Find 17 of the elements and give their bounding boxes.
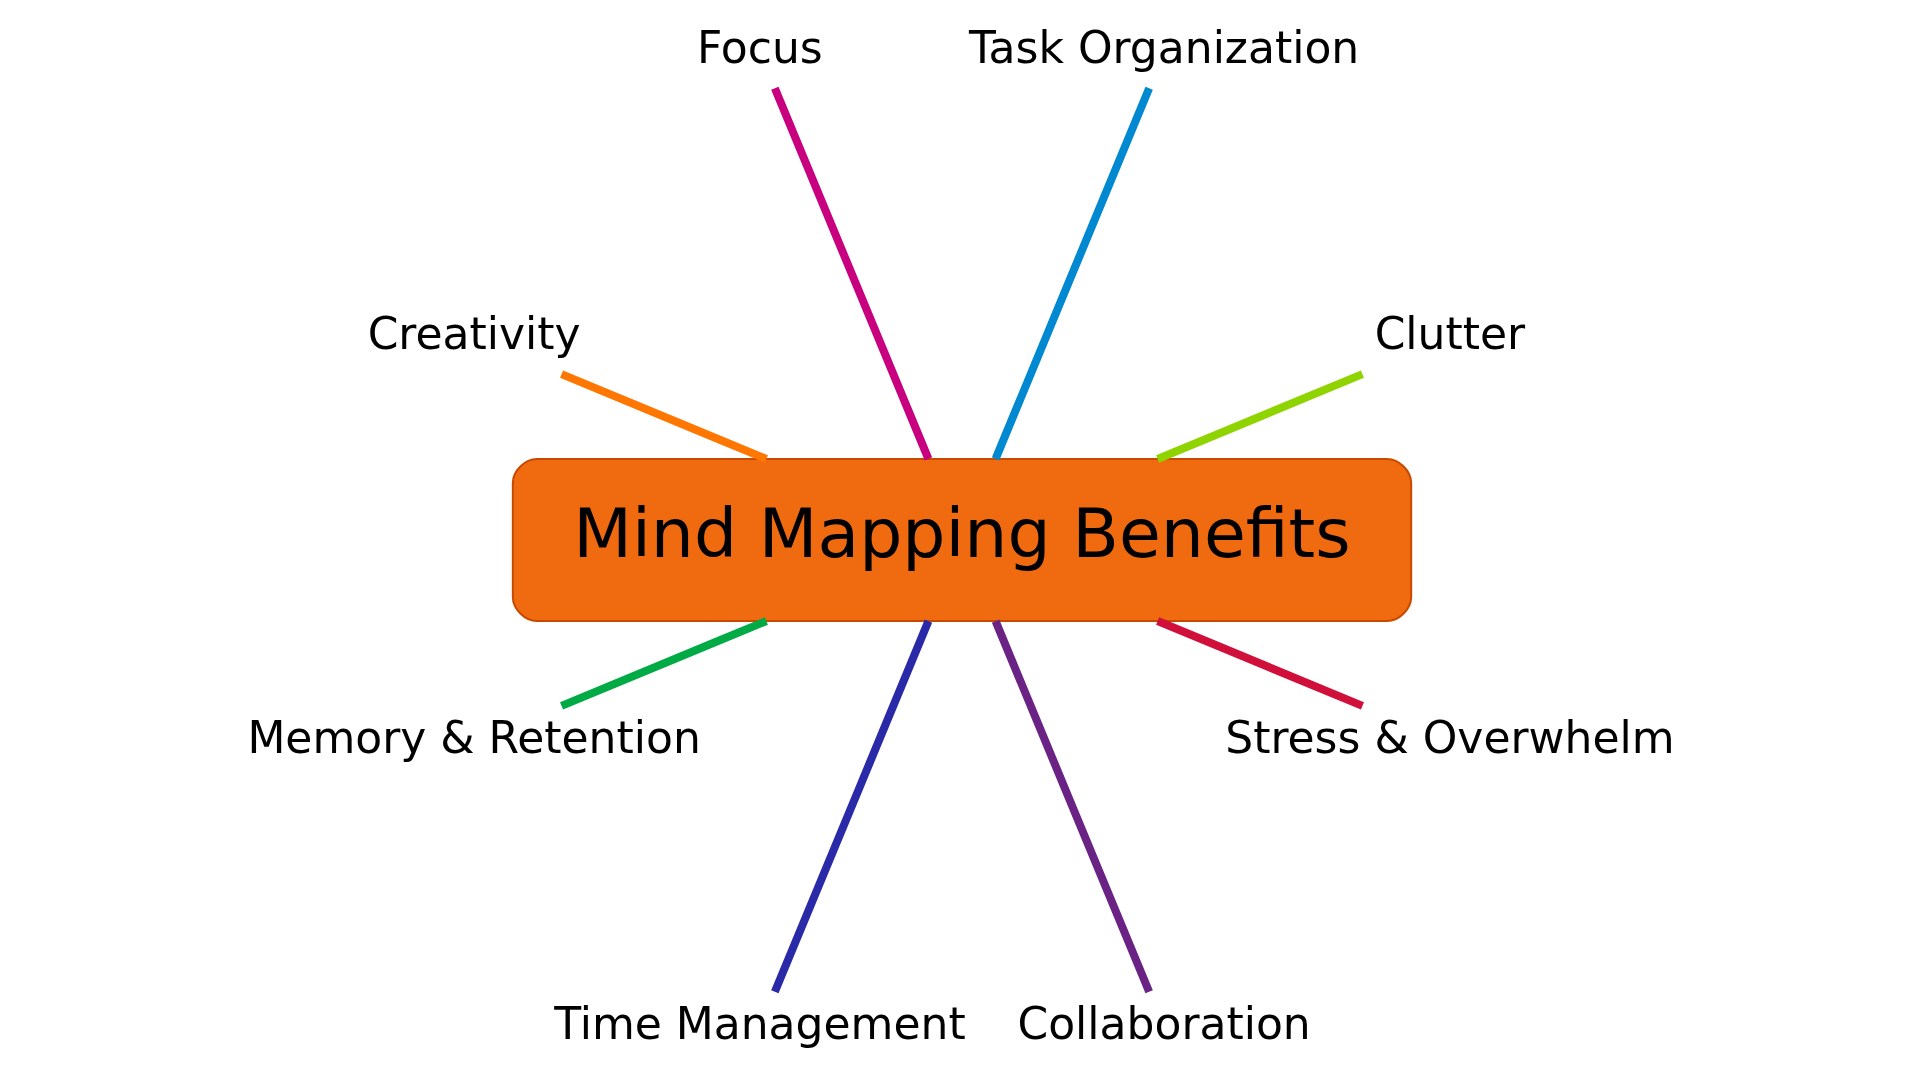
node-text: Clutter	[1374, 308, 1525, 360]
node-box: Mind Mapping Benefits	[511, 457, 1412, 623]
node-text: Collaboration	[1016, 998, 1311, 1050]
connector	[991, 86, 1153, 461]
connector	[559, 617, 768, 710]
connector	[770, 86, 932, 461]
node-text: Creativity	[367, 308, 581, 360]
node-text: Time Management	[553, 998, 966, 1050]
node-text: Stress & Overwhelm	[1224, 712, 1675, 764]
connector	[559, 370, 768, 463]
node-text: Task Organization	[968, 22, 1359, 74]
connector	[1155, 617, 1364, 710]
connector	[770, 619, 932, 994]
node-text: Memory & Retention	[246, 712, 701, 764]
node-text: Focus	[696, 22, 823, 74]
connector	[1155, 370, 1364, 463]
connector	[991, 619, 1153, 994]
